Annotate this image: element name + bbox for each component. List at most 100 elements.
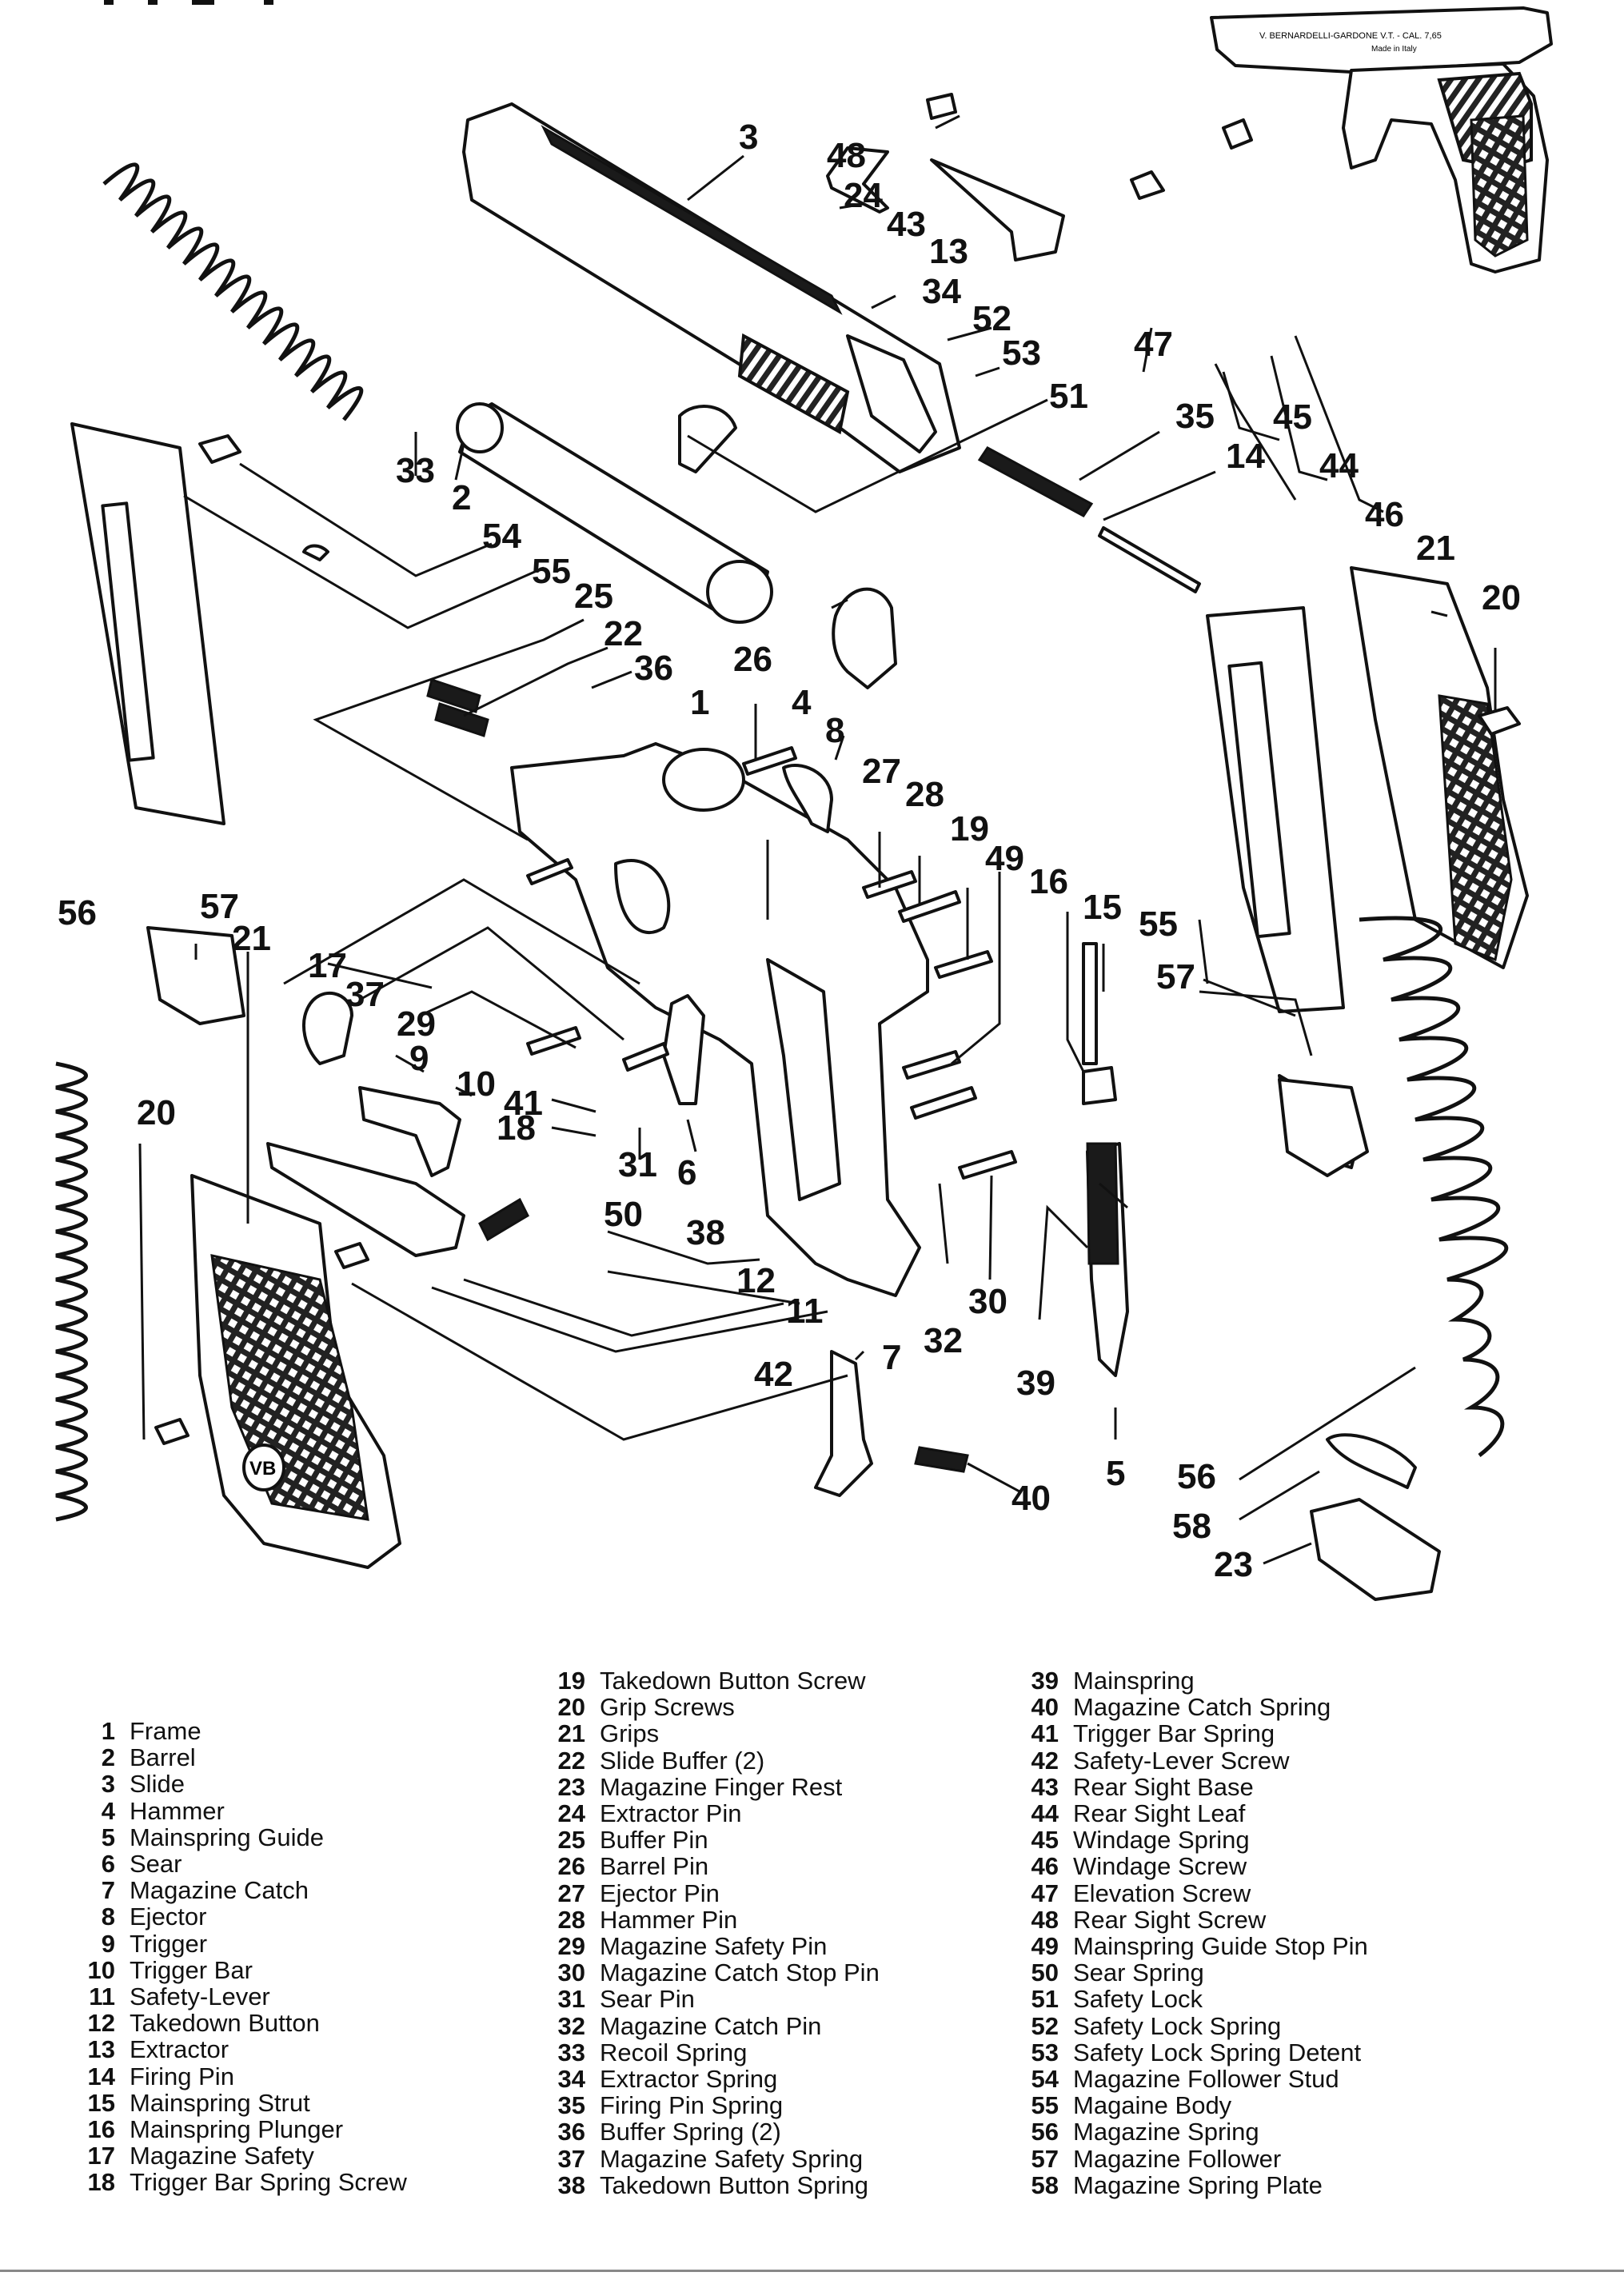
grip-right (1350, 566, 1529, 969)
part-name: Extractor (130, 2035, 229, 2064)
part-number: 11 (89, 1983, 115, 2011)
callout-20-left: 20 (137, 1093, 176, 1132)
callout-16: 16 (1029, 862, 1068, 901)
screws (154, 93, 1521, 1445)
mainspring-parts (426, 446, 1201, 1473)
part-name: Elevation Screw (1073, 1879, 1251, 1907)
part-number: 25 (557, 1826, 585, 1855)
part-name: Sear (130, 1850, 182, 1879)
part-number: 17 (87, 2142, 115, 2170)
part-number: 26 (557, 1852, 585, 1881)
part-number: 50 (1031, 1959, 1059, 1987)
part-number: 14 (87, 2062, 115, 2090)
callout-48: 48 (827, 136, 866, 175)
part-name: Mainspring Plunger (130, 2115, 344, 2144)
callout-23: 23 (1214, 1545, 1253, 1584)
part-name: Grip Screws (600, 1693, 735, 1722)
part-name: Magazine Safety Pin (600, 1932, 828, 1961)
callout-13: 13 (929, 232, 968, 271)
part-number: 42 (1031, 1746, 1059, 1775)
bottom-divider (0, 2270, 1624, 2272)
callout-14: 14 (1226, 437, 1265, 476)
callout-56-right: 56 (1177, 1457, 1216, 1496)
part-name: Takedown Button Screw (600, 1667, 866, 1695)
recoil-spring (102, 162, 364, 421)
part-name: Magazine Catch (130, 1876, 309, 1905)
part-number: 33 (557, 2038, 585, 2066)
callout-28: 28 (905, 775, 944, 814)
part-name: Takedown Button Spring (600, 2170, 869, 2199)
callout-44: 44 (1319, 446, 1359, 485)
part-number: 12 (87, 2009, 115, 2038)
part-number: 49 (1031, 1932, 1059, 1961)
part-number: 18 (87, 2168, 115, 2197)
callout-42: 42 (754, 1355, 793, 1394)
magazine-body-left (70, 422, 225, 825)
part-number: 51 (1031, 1985, 1059, 2014)
callout-21-left: 21 (232, 919, 271, 958)
part-number: 27 (557, 1879, 585, 1907)
callout-39: 39 (1016, 1364, 1055, 1403)
legend-row: 12 Takedown Button (74, 2010, 407, 2036)
callout-26: 26 (733, 640, 772, 679)
magazine-body-right (1206, 606, 1345, 1013)
callout-43: 43 (887, 205, 926, 244)
part-name: Magazine Follower (1073, 2144, 1282, 2173)
callout-12: 12 (736, 1261, 776, 1300)
callout-10: 10 (457, 1064, 496, 1104)
callout-2: 2 (452, 478, 471, 517)
part-name: Sear Pin (600, 1985, 695, 2014)
part-name: Mainspring Guide Stop Pin (1073, 1932, 1368, 1961)
part-number: 58 (1031, 2170, 1059, 2199)
part-number: 29 (557, 1932, 585, 1961)
callout-55-left: 55 (532, 552, 571, 591)
callout-51: 51 (1049, 377, 1088, 416)
part-number: 43 (1031, 1772, 1059, 1801)
part-number: 16 (87, 2115, 115, 2144)
part-number: 52 (1031, 2011, 1059, 2040)
callout-36: 36 (634, 649, 673, 688)
part-name: Magazine Safety (130, 2142, 314, 2170)
callout-20-right: 20 (1482, 578, 1521, 617)
part-name: Magazine Safety Spring (600, 2144, 864, 2173)
exploded-view-drawing: V. BERNARDELLI-GARDONE V.T. - CAL. 7,65 … (55, 0, 1553, 1601)
part-name: Extractor Pin (600, 1799, 742, 1828)
callout-50: 50 (604, 1195, 643, 1234)
assembled-pistol-illustration: V. BERNARDELLI-GARDONE V.T. - CAL. 7,65 … (1210, 6, 1553, 274)
callout-58: 58 (1172, 1507, 1211, 1546)
callout-56-left: 56 (58, 893, 97, 932)
callout-55-right: 55 (1139, 904, 1178, 944)
callout-47: 47 (1134, 325, 1173, 364)
part-name: Safety Lock Spring (1073, 2011, 1282, 2040)
part-number: 13 (87, 2035, 115, 2064)
callout-29: 29 (397, 1004, 436, 1044)
part-name: Magazine Catch Spring (1073, 1693, 1331, 1722)
part-name: Hammer Pin (600, 1905, 738, 1934)
part-number: 36 (557, 2118, 585, 2146)
part-name: Takedown Button (130, 2009, 320, 2038)
legend-row: 17 Magazine Safety (74, 2142, 407, 2169)
callout-45: 45 (1273, 397, 1312, 437)
